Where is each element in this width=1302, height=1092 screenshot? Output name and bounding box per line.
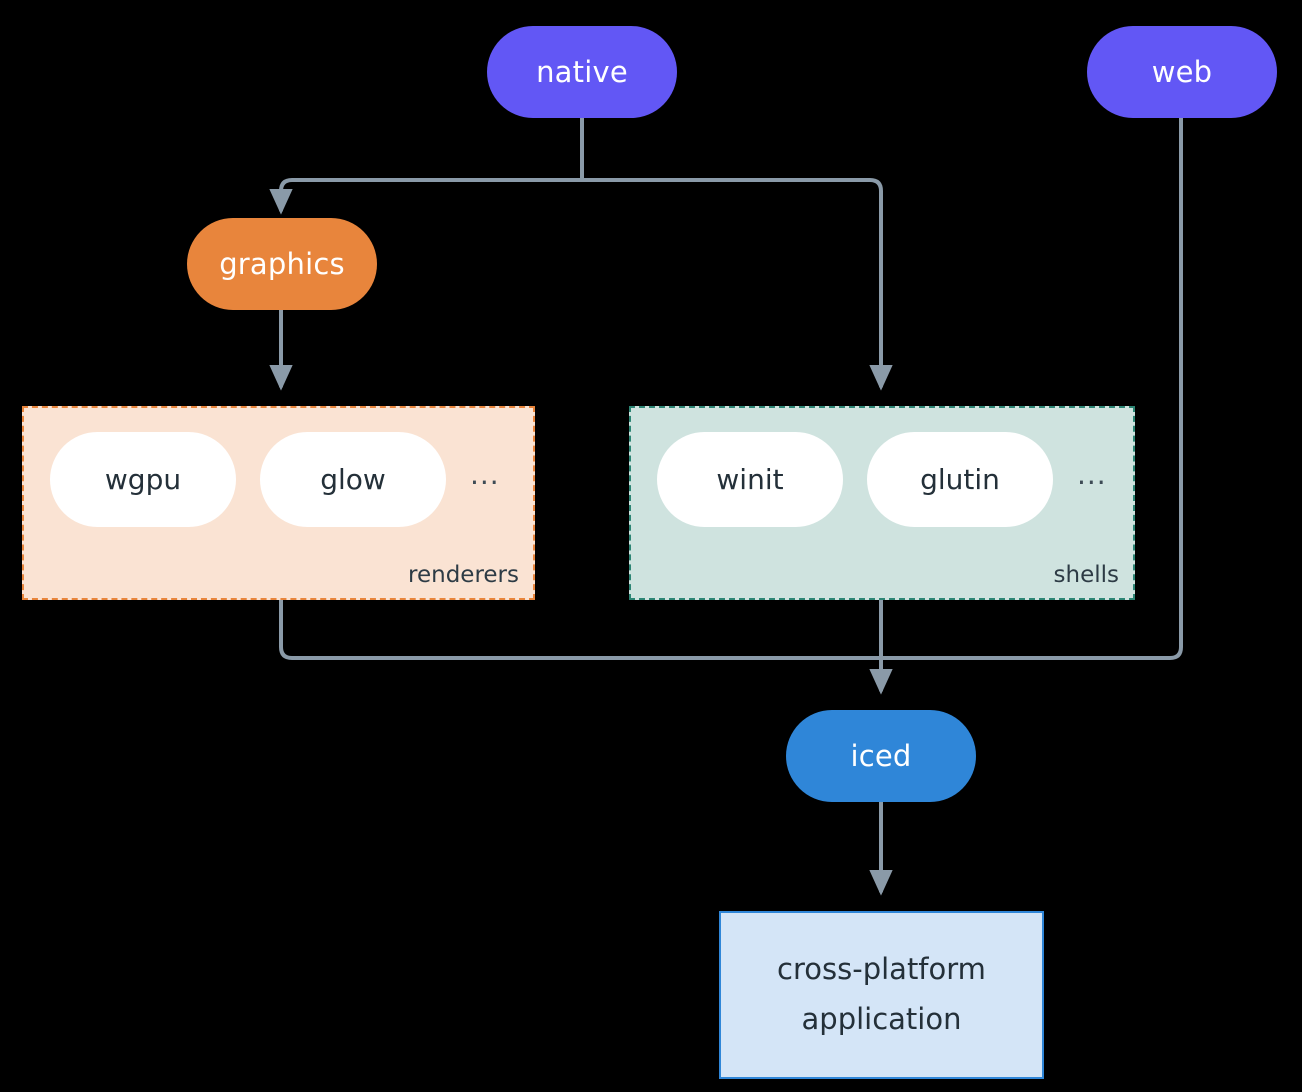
node-web-label: web — [1151, 55, 1213, 89]
edge-web-iced — [879, 116, 1183, 660]
node-glutin[interactable]: glutin — [867, 432, 1053, 527]
edge-native-shells — [580, 178, 893, 391]
node-wgpu[interactable]: wgpu — [50, 432, 236, 527]
node-winit-label: winit — [716, 463, 784, 496]
node-web[interactable]: web — [1087, 26, 1277, 118]
cluster-renderers-items: wgpu glow ... — [50, 432, 500, 527]
application-label-line1: cross-platform — [777, 952, 986, 987]
node-iced-label: iced — [850, 739, 912, 773]
node-winit[interactable]: winit — [657, 432, 843, 527]
cluster-shells[interactable]: winit glutin ... shells — [629, 406, 1135, 600]
application-label-line2: application — [801, 1002, 962, 1036]
node-native[interactable]: native — [487, 26, 677, 118]
cluster-renderers-label: renderers — [408, 562, 519, 588]
node-glow-label: glow — [320, 463, 386, 496]
cluster-renderers[interactable]: wgpu glow ... renderers — [22, 406, 535, 600]
edge-native-graphics — [269, 178, 584, 215]
node-graphics-label: graphics — [219, 247, 345, 281]
renderers-more-ellipsis: ... — [470, 458, 500, 491]
cluster-shells-label: shells — [1053, 562, 1119, 588]
node-glutin-label: glutin — [920, 463, 1000, 496]
node-iced[interactable]: iced — [786, 710, 976, 802]
cluster-shells-items: winit glutin ... — [657, 432, 1107, 527]
edge-renderers-iced — [279, 598, 883, 660]
node-wgpu-label: wgpu — [104, 463, 182, 496]
node-cross-platform-application[interactable]: cross-platform application — [719, 911, 1044, 1079]
node-glow[interactable]: glow — [260, 432, 446, 527]
node-graphics[interactable]: graphics — [187, 218, 377, 310]
node-native-label: native — [536, 55, 628, 89]
shells-more-ellipsis: ... — [1077, 458, 1107, 491]
